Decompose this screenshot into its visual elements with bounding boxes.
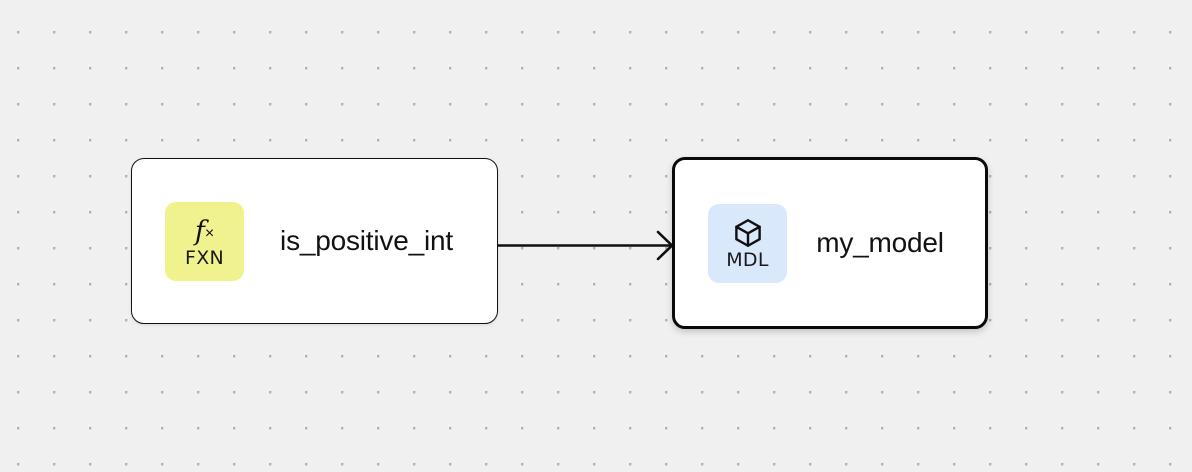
node-mdl[interactable]: MDL my_model — [672, 157, 988, 329]
edge-fxn-to-mdl[interactable] — [498, 230, 674, 261]
cube-3d-icon — [731, 216, 765, 250]
node-title-mdl: my_model — [816, 227, 944, 258]
node-fxn[interactable]: f× FXN is_positive_int — [131, 158, 498, 324]
edge-arrowhead-icon — [656, 230, 674, 261]
node-badge-abbr: MDL — [726, 249, 769, 271]
node-title-fxn: is_positive_int — [280, 225, 453, 256]
node-badge-fxn: f× FXN — [165, 201, 244, 281]
node-badge-abbr: FXN — [184, 247, 225, 269]
function-fx-icon: f× — [194, 215, 215, 247]
fx-times-icon: × — [204, 225, 215, 242]
node-badge-mdl: MDL — [708, 203, 787, 283]
